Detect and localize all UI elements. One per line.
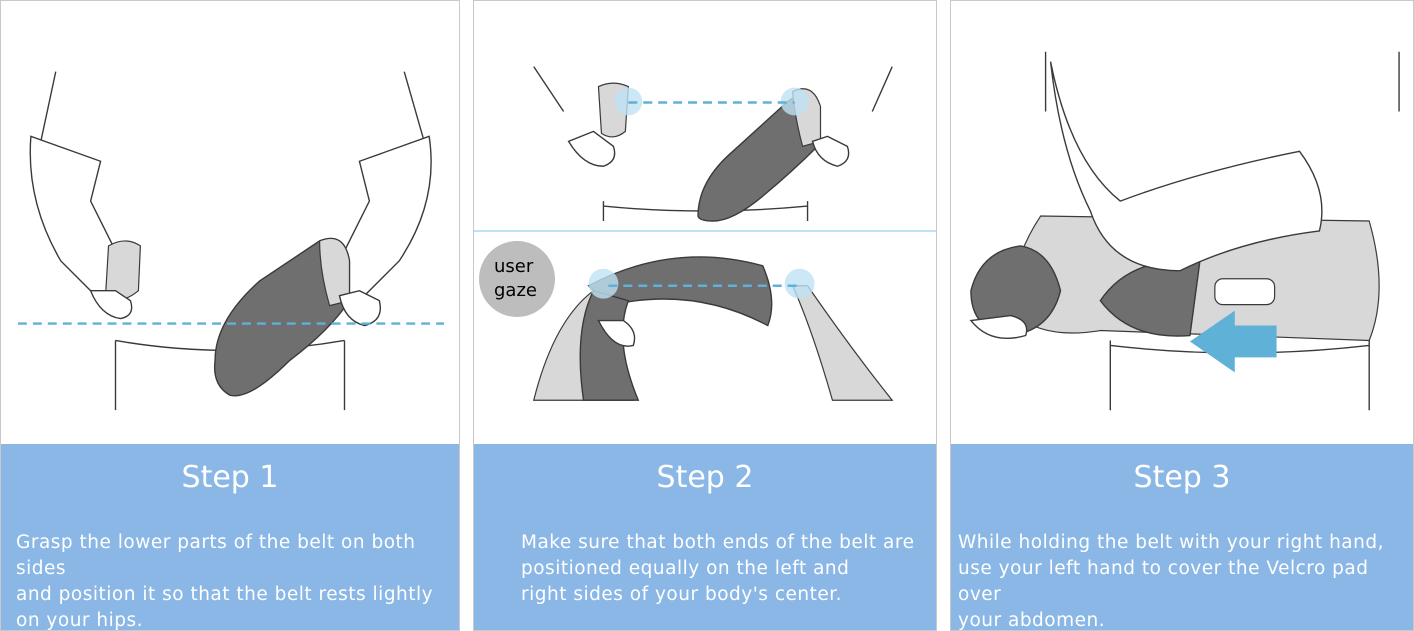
step-1-panel: Step 1 Grasp the lower parts of the belt…	[0, 0, 460, 631]
step-1-title: Step 1	[181, 460, 279, 495]
step-1-caption: Step 1 Grasp the lower parts of the belt…	[1, 444, 459, 631]
step-3-panel: Step 3 While holding the belt with your …	[950, 0, 1414, 631]
step-2-caption: Step 2 Make sure that both ends of the b…	[474, 444, 936, 630]
step-3-illustration	[969, 51, 1400, 411]
step-1-illustration	[17, 71, 445, 411]
step-3-title: Step 3	[1133, 460, 1231, 495]
user-gaze-marker: user gaze	[479, 241, 555, 317]
left-arrow	[1189, 310, 1277, 373]
step-2-text: Make sure that both ends of the belt are…	[521, 532, 915, 605]
step-2-illustration	[474, 66, 936, 401]
step-2-title: Step 2	[656, 460, 754, 495]
step-2-panel: Step 2 Make sure that both ends of the b…	[473, 0, 937, 631]
step-3-caption: Step 3 While holding the belt with your …	[951, 444, 1413, 631]
user-gaze-label: user gaze	[494, 256, 537, 301]
step-3-text: While holding the belt with your right h…	[958, 532, 1384, 631]
step-1-text: Grasp the lower parts of the belt on bot…	[16, 532, 434, 631]
